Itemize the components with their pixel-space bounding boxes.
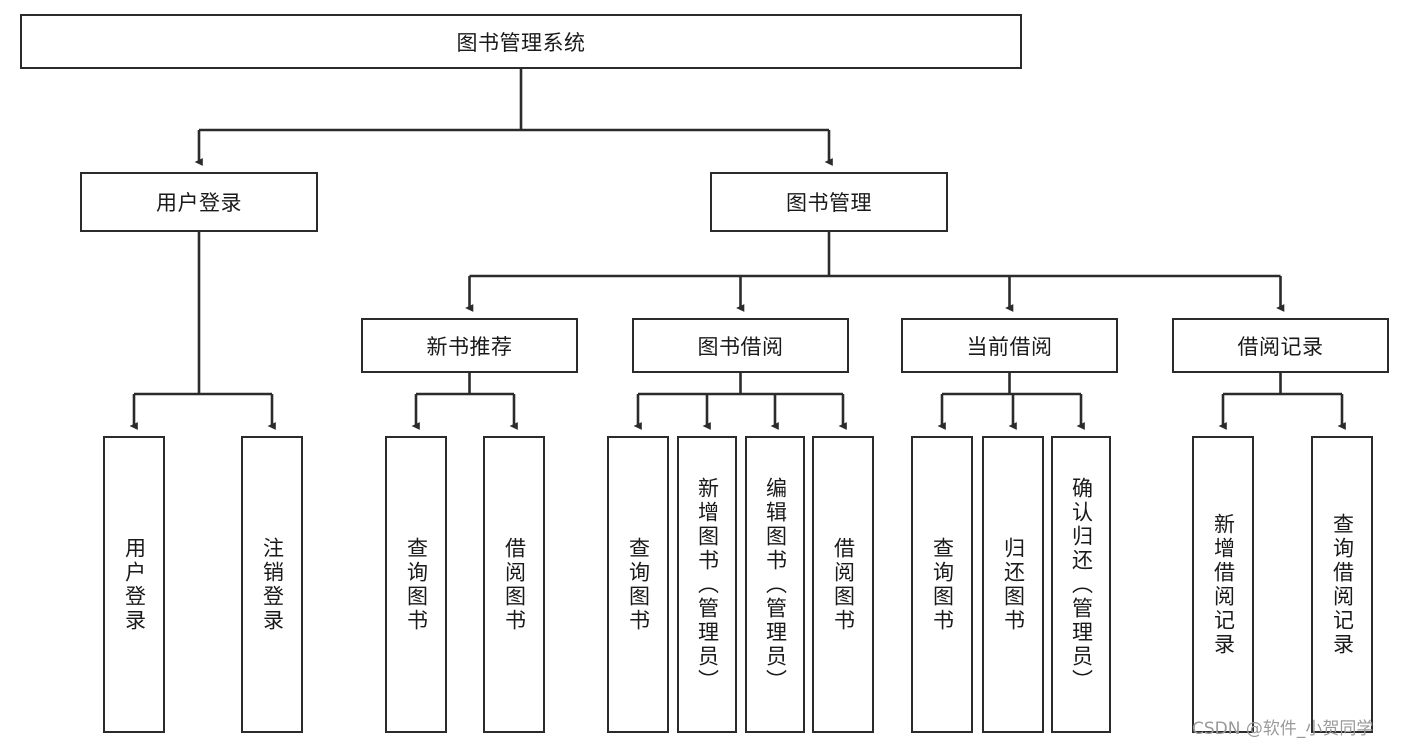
node-label: 查询图书 <box>404 536 429 633</box>
node-label: 编辑图书（管理员） <box>763 476 788 693</box>
node-current-borrow[interactable]: 当前借阅 <box>901 318 1118 373</box>
node-label: 新书推荐 <box>426 334 513 359</box>
node-leaf-rec-query[interactable]: 查询图书 <box>385 436 447 733</box>
node-leaf-rec-add[interactable]: 新增借阅记录 <box>1192 436 1254 733</box>
node-book-manage[interactable]: 图书管理 <box>710 172 948 232</box>
node-leaf-rec-query2[interactable]: 查询借阅记录 <box>1311 436 1373 733</box>
node-leaf-cur-confirm[interactable]: 确认归还（管理员） <box>1051 436 1111 733</box>
node-leaf-borrow-do[interactable]: 借阅图书 <box>812 436 874 733</box>
node-leaf-cur-return[interactable]: 归还图书 <box>982 436 1044 733</box>
node-label: 新增借阅记录 <box>1211 512 1236 657</box>
node-label: 查询图书 <box>930 536 955 633</box>
node-label: 用户登录 <box>156 191 242 215</box>
node-new-book-rec[interactable]: 新书推荐 <box>361 318 578 373</box>
node-leaf-rec-borrow[interactable]: 借阅图书 <box>483 436 545 733</box>
node-label: 当前借阅 <box>966 334 1053 359</box>
node-label: 图书管理系统 <box>456 30 586 55</box>
node-label: 借阅图书 <box>831 536 856 633</box>
node-leaf-user-login[interactable]: 用户登录 <box>103 436 165 733</box>
node-label: 用户登录 <box>122 536 147 633</box>
node-user-login[interactable]: 用户登录 <box>80 172 318 232</box>
node-leaf-borrow-add[interactable]: 新增图书（管理员） <box>677 436 737 733</box>
node-leaf-user-logout[interactable]: 注销登录 <box>241 436 303 733</box>
node-leaf-borrow-query[interactable]: 查询图书 <box>607 436 669 733</box>
node-label: 查询图书 <box>626 536 651 633</box>
node-label: 新增图书（管理员） <box>695 476 720 693</box>
node-root[interactable]: 图书管理系统 <box>20 14 1022 69</box>
node-label: 查询借阅记录 <box>1330 512 1355 657</box>
node-borrow-record[interactable]: 借阅记录 <box>1172 318 1389 373</box>
node-leaf-cur-query[interactable]: 查询图书 <box>911 436 973 733</box>
node-label: 图书借阅 <box>697 334 784 359</box>
node-label: 借阅图书 <box>502 536 527 633</box>
node-book-borrow[interactable]: 图书借阅 <box>632 318 849 373</box>
node-label: 图书管理 <box>786 191 872 215</box>
node-label: 归还图书 <box>1001 536 1026 633</box>
node-label: 注销登录 <box>260 536 285 633</box>
node-label: 借阅记录 <box>1237 334 1324 359</box>
node-leaf-borrow-edit[interactable]: 编辑图书（管理员） <box>745 436 805 733</box>
node-label: 确认归还（管理员） <box>1069 476 1094 693</box>
